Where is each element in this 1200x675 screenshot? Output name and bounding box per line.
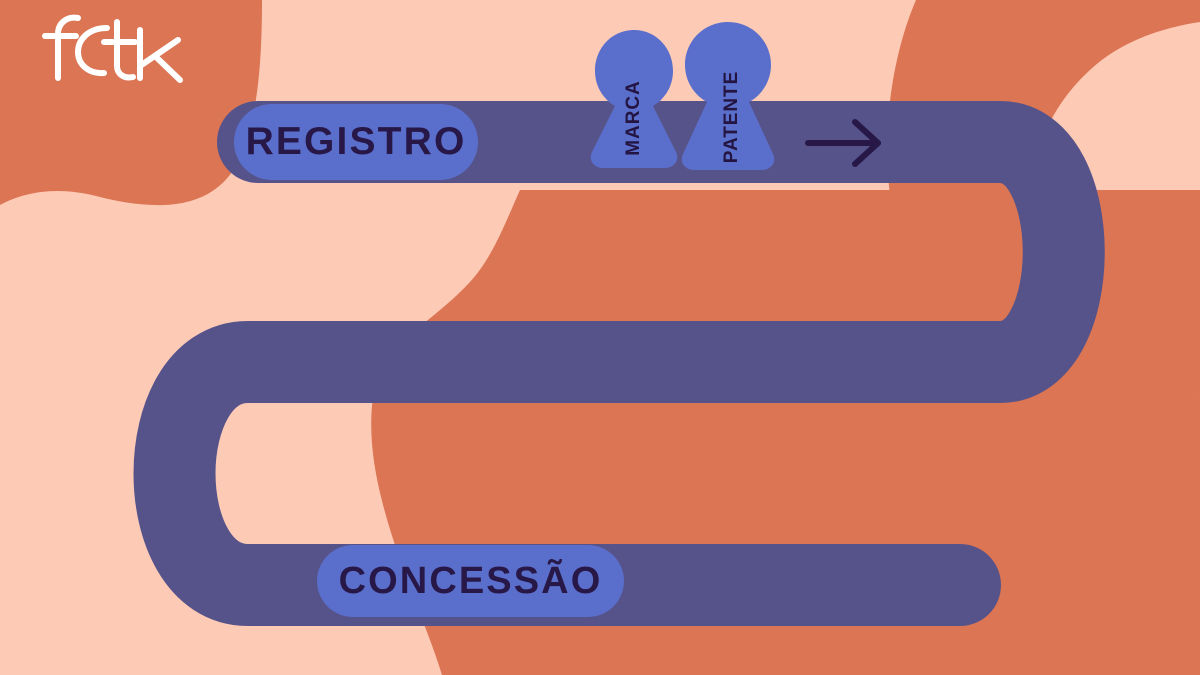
logo-letter-k-upper	[137, 37, 181, 69]
stage-label-registro[interactable]: REGISTRO	[234, 104, 478, 180]
figure-marca	[590, 30, 678, 168]
serpentine-path	[133, 101, 1105, 626]
blob-top-left-terracotta	[0, 0, 262, 206]
arrow-right-icon	[805, 119, 881, 167]
logo-letter-c	[75, 25, 110, 77]
stage-label-concessao[interactable]: CONCESSÃO	[317, 545, 624, 617]
person-pawn-icon	[681, 22, 775, 170]
figure-patente	[681, 22, 775, 170]
logo-letter-t	[114, 19, 136, 81]
logo-letter-f	[55, 14, 81, 81]
person-pawn-icon	[590, 30, 678, 168]
logo-letter-k-lower	[152, 53, 183, 83]
figure-label-patente: PATENTE	[721, 70, 742, 164]
figure-label-marca: MARCA	[623, 80, 644, 156]
